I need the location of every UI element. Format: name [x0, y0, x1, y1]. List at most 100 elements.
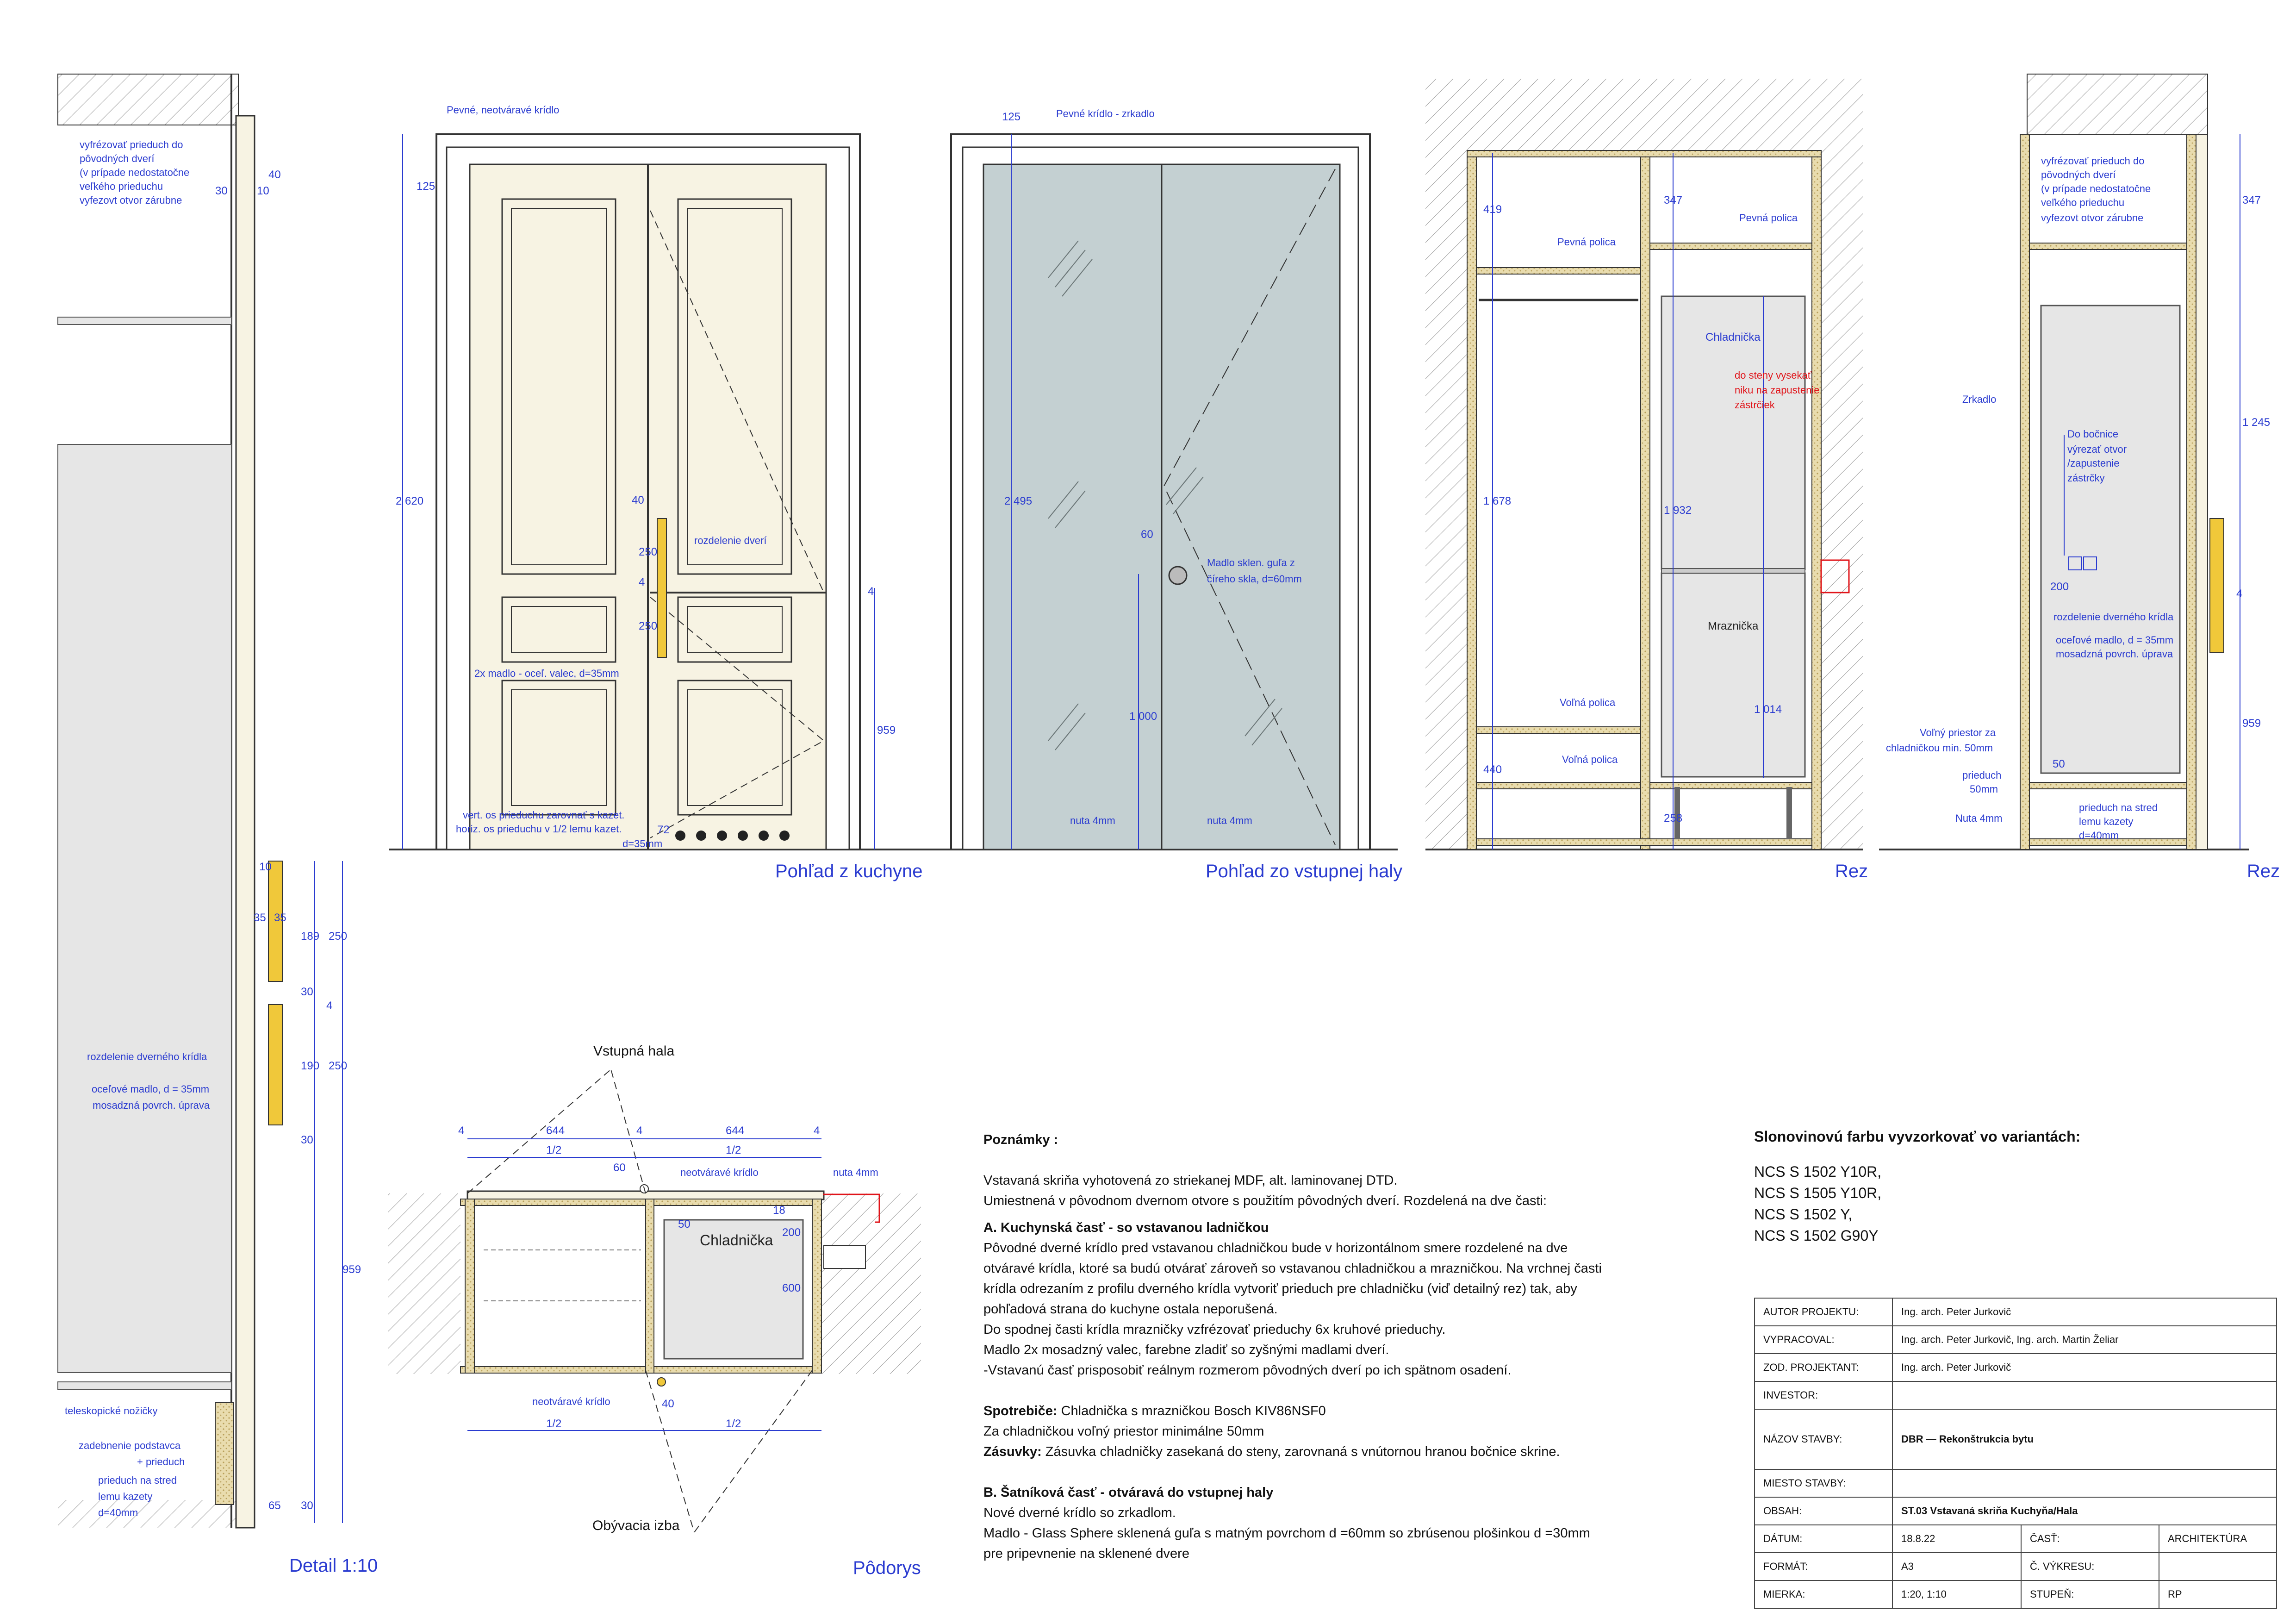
detail-mill-4: veľkého prieduchu	[80, 181, 163, 192]
detail-vent-3: d=40mm	[98, 1507, 138, 1518]
section2-side-3: /zapustenie	[2067, 457, 2120, 469]
plan-dim-50: 50	[678, 1218, 691, 1230]
section1-ceiling	[1425, 79, 1863, 153]
plan-dim-half2: 1/2	[726, 1144, 741, 1156]
section1-dim-440: 440	[1483, 763, 1502, 776]
detail-dim-10b: 10	[259, 861, 272, 873]
detail-dim-35b: 35	[274, 912, 286, 924]
appliance-side	[57, 444, 232, 1373]
color-variants-heading: Slonovinovú farbu vyvzorkovať vo variant…	[1754, 1128, 2081, 1145]
kitchen-dim-4: 4	[639, 576, 645, 588]
detail-dim-30: 30	[215, 185, 228, 197]
detail-feet: teleskopické nožičky	[65, 1405, 158, 1417]
plan-dim-half3: 1/2	[546, 1418, 561, 1430]
detail-mill-2: pôvodných dverí	[80, 153, 154, 164]
panel-left-top	[501, 198, 616, 575]
section2-dim-50: 50	[2053, 758, 2065, 770]
section2-vent-2: 50mm	[1970, 783, 1998, 795]
color-variant-2: NCS S 1505 Y10R,	[1754, 1185, 1882, 1201]
detail-dim-35a: 35	[254, 912, 266, 924]
section2-side-4: zástrčky	[2067, 472, 2105, 484]
hall-dim-1000: 1 000	[1129, 710, 1157, 723]
section1-niche-2: niku na zapustenie	[1735, 384, 1819, 396]
section2-ventc-3: d=40mm	[2079, 830, 2119, 841]
kitchen-dim-959: 959	[877, 724, 896, 737]
kitchen-door-split: rozdelenie dverí	[694, 535, 767, 546]
hall-groove-1: nuta 4mm	[1070, 815, 1115, 826]
notes-a-6: Madlo 2x mosadzný valec, farebne zladiť …	[983, 1343, 1389, 1357]
detail-dim-30d: 30	[301, 1499, 313, 1512]
section1-fixed-shelf-1: Pevná polica	[1557, 236, 1616, 248]
hall-view: Pevné krídlo - zrkadlo Madlo sklen. guľa…	[921, 108, 1402, 881]
plan-hall: Vstupná hala	[593, 1043, 674, 1059]
hall-handle-2: číreho skla, d=60mm	[1207, 573, 1302, 585]
tb-investor	[1892, 1381, 2277, 1410]
notes-b-1: Nové dverné krídlo so zrkadlom.	[983, 1505, 1176, 1520]
section1-niche-3: zástrčiek	[1735, 399, 1775, 411]
tb-author-label: AUTOR PROJEKTU:	[1754, 1298, 1893, 1326]
section1-loose-shelf-1: Voľná polica	[1560, 697, 1616, 708]
detail-mill-3: (v prípade nedostatočne	[80, 167, 189, 178]
kitchen-dim-4b: 4	[868, 585, 874, 598]
section1-dim-347: 347	[1664, 194, 1682, 206]
kitchen-view: Pevné, neotváravé krídlo rozdelenie dver…	[389, 104, 923, 881]
detail-vent-2: lemu kazety	[98, 1491, 152, 1502]
section2-mill-5: vyfezovt otvor zárubne	[2041, 212, 2143, 224]
section2-mill-3: (v prípade nedostatočne	[2041, 183, 2151, 194]
handle-bottom	[268, 1004, 283, 1125]
notes-a-5: Do spodnej časti krídla mrazničky vzfréz…	[983, 1322, 1446, 1337]
detail-dim-4: 4	[326, 999, 332, 1012]
detail-dim-65: 65	[268, 1499, 281, 1512]
section2-mirror: Zrkadlo	[1962, 394, 1996, 405]
section1-freezer: Mraznička	[1708, 620, 1759, 632]
detail-handle-1: oceľové madlo, d = 35mm	[92, 1083, 209, 1095]
section1-fixed-shelf-2: Pevná polica	[1739, 212, 1798, 224]
tb-date-label: DÁTUM:	[1754, 1524, 1893, 1553]
plan-dim-4b: 4	[636, 1124, 642, 1137]
section2-dim-347: 347	[2242, 194, 2261, 206]
notes-b-3: pre pripevnenie na sklenené dvere	[983, 1546, 1189, 1561]
section2-handle-1: oceľové madlo, d = 35mm	[2056, 634, 2173, 646]
color-variant-4: NCS S 1502 G90Y	[1754, 1227, 1879, 1244]
color-variants: Slonovinovú farbu vyvzorkovať vo variant…	[1754, 1126, 2080, 1246]
section1-fridge: Chladnička	[1705, 331, 1761, 344]
section2-dim-959: 959	[2242, 717, 2261, 730]
section2-space-2: chladničkou min. 50mm	[1886, 742, 1993, 754]
kitchen-dim-250b: 250	[639, 620, 657, 632]
plinth	[215, 1402, 234, 1505]
section2-handle-2: mosadzná povrch. úprava	[2056, 648, 2173, 660]
tb-scale: 1:20, 1:10	[1892, 1580, 2022, 1609]
plan-dim-4c: 4	[814, 1124, 820, 1137]
kitchen-vent-3: d=35mm	[622, 838, 662, 849]
detail-dim-190: 190	[301, 1060, 319, 1072]
section2-side-1: Do bočnice	[2067, 428, 2118, 440]
tb-sheet	[2159, 1552, 2277, 1581]
tb-resp-label: ZOD. PROJEKTANT:	[1754, 1353, 1893, 1382]
detail-dim-250b: 250	[329, 1060, 347, 1072]
hall-view-title: Pohľad zo vstupnej haly	[1206, 861, 1402, 881]
tb-format-label: FORMÁT:	[1754, 1552, 1893, 1581]
detail-dim-959: 959	[342, 1263, 361, 1276]
kitchen-dim-72: 72	[657, 824, 670, 836]
detail-dim-40: 40	[268, 169, 281, 181]
tb-investor-label: INVESTOR:	[1754, 1381, 1893, 1410]
hall-dim-60: 60	[1141, 528, 1153, 541]
notes-a-1: Pôvodné dverné krídlo pred vstavanou chl…	[983, 1241, 1568, 1255]
notes-appliances-2: Za chladničkou voľný priestor minimálne …	[983, 1424, 1264, 1439]
plan-dim-half1: 1/2	[546, 1144, 561, 1156]
plan-living: Obývacia izba	[592, 1518, 680, 1533]
detail-dim-30b: 30	[301, 986, 313, 998]
section-1: Pevná polica Pevná polica Chladnička Mra…	[1425, 79, 1868, 881]
notes-a-2: otváravé krídla, ktoré sa budú otvárať z…	[983, 1261, 1602, 1276]
section2-dim-4: 4	[2236, 587, 2242, 600]
section1-loose-shelf-2: Voľná polica	[1562, 754, 1618, 765]
plan-dim-60: 60	[613, 1162, 626, 1174]
socket-niche	[1820, 559, 1850, 593]
plan-view: 4 644 4 644 4 1/2 1/2 60 50 200 18 600 4…	[388, 1043, 921, 1578]
section2-space-1: Voľný priestor za	[1920, 727, 1996, 738]
handle-top	[268, 861, 283, 982]
notes-heading: Poznámky :	[983, 1132, 1058, 1147]
detail-plinth-1: zadebnenie podstavca	[79, 1440, 181, 1451]
ceiling-hatch	[57, 74, 239, 125]
tb-resp: Ing. arch. Peter Jurkovič	[1892, 1353, 2277, 1382]
